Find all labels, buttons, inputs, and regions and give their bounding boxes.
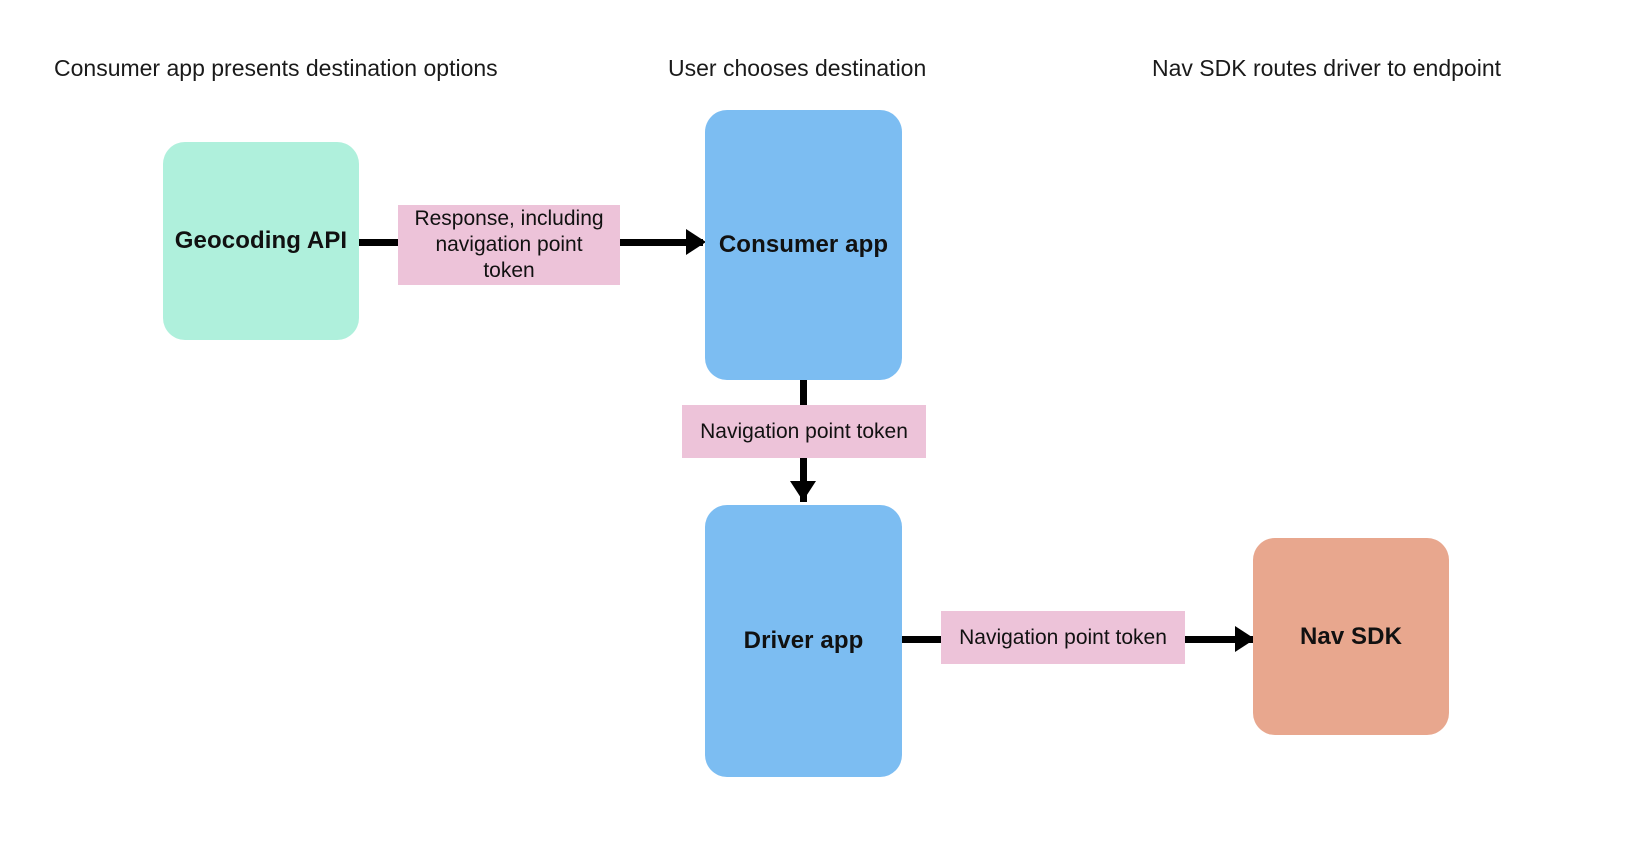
edge-label-response-text: Response, including navigation point tok…: [414, 206, 603, 284]
arrowhead-right-icon-driver-to-navsdk: [1235, 626, 1255, 652]
node-label-driver-app: Driver app: [743, 627, 864, 654]
node-driver-app[interactable]: Driver app: [705, 505, 902, 777]
node-label-nav-sdk: Nav SDK: [1299, 622, 1403, 650]
node-label-consumer-app: Consumer app: [718, 231, 889, 258]
edge-label-response-line-3: token: [483, 259, 535, 282]
edge-label-navigation-point-token-consumer-to-driver: Navigation point token: [682, 405, 926, 458]
node-consumer-app[interactable]: Consumer app: [705, 110, 902, 380]
column-header-navsdk: Nav SDK routes driver to endpoint: [1152, 55, 1502, 81]
column-header-user: User chooses destination: [668, 55, 927, 81]
arrowhead-right-icon-geocoding-to-consumer: [686, 229, 706, 255]
node-nav-sdk[interactable]: Nav SDK: [1253, 538, 1449, 735]
edge-label-response-line-2: navigation point: [435, 233, 583, 256]
edge-label-response-including-navigation-point-token: Response, including navigation point tok…: [398, 205, 620, 285]
node-label-geocoding-api: Geocoding API: [174, 227, 348, 254]
edge-label-navigation-point-token-driver-to-navsdk: Navigation point token: [941, 611, 1185, 664]
node-geocoding-api[interactable]: Geocoding API: [163, 142, 359, 340]
column-header-consumer: Consumer app presents destination option…: [54, 55, 498, 81]
edge-label-response-line-1: Response, including: [414, 207, 604, 230]
arrowhead-down-icon-consumer-to-driver: [790, 481, 816, 501]
